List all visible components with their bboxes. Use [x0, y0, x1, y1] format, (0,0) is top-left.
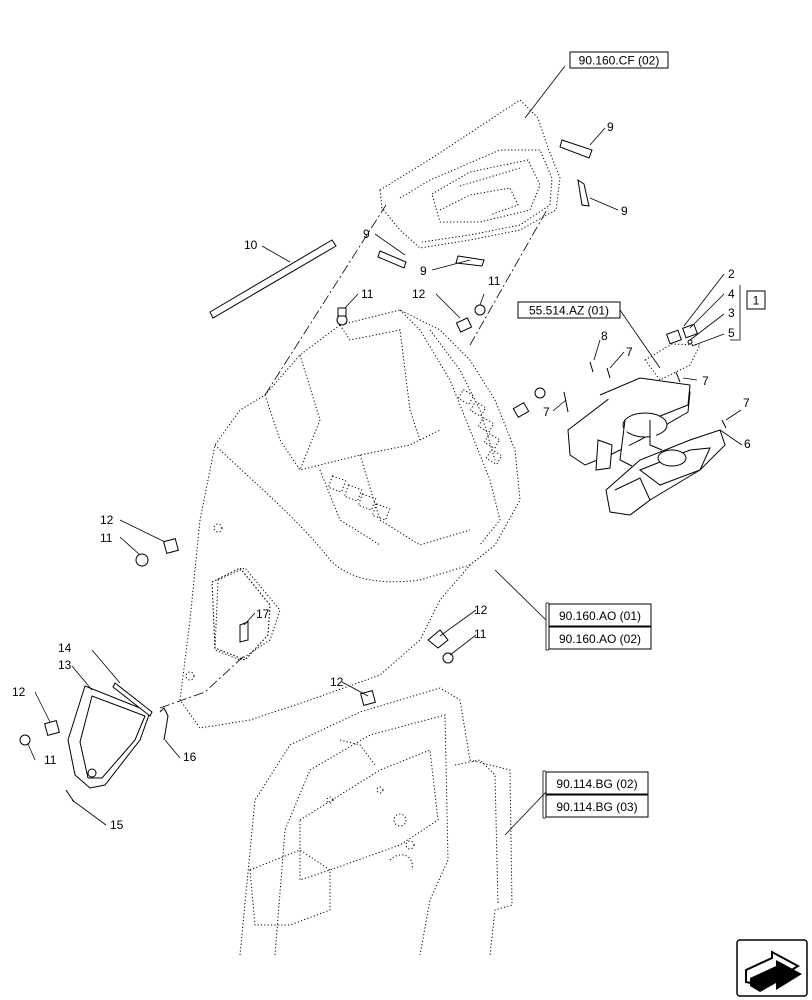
ref-ao02-text: 90.160.AO (02) — [559, 632, 641, 646]
callout-11b: 11 — [488, 274, 501, 288]
trim-strip-10 — [209, 239, 337, 319]
control-assembly — [563, 323, 727, 516]
callout-12a: 12 — [412, 287, 426, 301]
strip-9b — [577, 178, 590, 207]
callout-12d: 12 — [330, 675, 344, 689]
callout-11a: 11 — [361, 287, 374, 301]
group-label-box: 1 — [746, 290, 766, 310]
ref-bg03-text: 90.114.BG (03) — [556, 800, 637, 814]
callout-7d: 7 — [743, 396, 750, 410]
callout-9d: 9 — [420, 264, 427, 278]
ref-az01[interactable]: 55.514.AZ (01) — [517, 301, 621, 319]
construction-line — [469, 207, 549, 346]
callout-16: 16 — [183, 750, 197, 764]
ref-cf02[interactable]: 90.160.CF (02) — [569, 51, 669, 69]
roof-headliner — [379, 99, 561, 249]
console-housing — [179, 309, 521, 729]
ref-bg02[interactable]: 90.114.BG (02) — [545, 771, 649, 795]
callout-12b: 12 — [100, 513, 114, 527]
construction-line — [159, 654, 246, 709]
ref-ao02[interactable]: 90.160.AO (02) — [548, 626, 652, 650]
callout-2: 2 — [728, 267, 735, 281]
callout-9a: 9 — [607, 120, 614, 134]
ref-ao01[interactable]: 90.160.AO (01) — [548, 603, 652, 627]
seal-strip-14 — [112, 682, 153, 717]
ref-bg-group — [542, 770, 546, 819]
callout-5: 5 — [728, 326, 735, 340]
callout-14: 14 — [58, 641, 72, 655]
callout-13: 13 — [58, 658, 72, 672]
fastener-group — [19, 304, 546, 803]
callout-11c: 11 — [100, 531, 113, 545]
strip-9a — [559, 139, 593, 159]
callout-7c: 7 — [543, 405, 550, 419]
callout-9c: 9 — [363, 227, 370, 241]
callout-9b: 9 — [621, 204, 628, 218]
ref-cf02-text: 90.160.CF (02) — [579, 54, 660, 68]
callout-12e: 12 — [12, 685, 26, 699]
callout-11d: 11 — [474, 627, 487, 641]
strip-9d — [455, 255, 485, 267]
callout-8: 8 — [601, 329, 608, 343]
construction-line — [264, 204, 387, 396]
leader-lines — [27, 65, 743, 836]
next-page-arrow-icon[interactable] — [736, 939, 808, 997]
callout-4: 4 — [728, 287, 735, 301]
ref-ao01-text: 90.160.AO (01) — [559, 609, 641, 623]
ref-bg03[interactable]: 90.114.BG (03) — [545, 794, 649, 818]
cab-frame — [239, 687, 513, 956]
callout-6: 6 — [744, 437, 751, 451]
callout-10: 10 — [244, 238, 258, 252]
callout-7a: 7 — [626, 345, 633, 359]
callout-11e: 11 — [44, 753, 57, 767]
side-panel-13 — [67, 685, 151, 789]
strip-9c — [377, 250, 407, 269]
callouts: 2 4 3 5 9 9 9 9 10 11 12 11 8 7 7 7 7 6 … — [12, 120, 751, 832]
callout-12c: 12 — [474, 603, 488, 617]
ref-ao-group — [545, 602, 549, 651]
group-label-text: 1 — [753, 294, 760, 308]
ref-bg02-text: 90.114.BG (02) — [556, 777, 637, 791]
clip-16 — [159, 707, 169, 741]
callout-15: 15 — [110, 818, 124, 832]
callout-17: 17 — [256, 607, 270, 621]
callout-3: 3 — [728, 306, 735, 320]
ref-az01-text: 55.514.AZ (01) — [529, 304, 609, 318]
callout-7b: 7 — [702, 374, 709, 388]
